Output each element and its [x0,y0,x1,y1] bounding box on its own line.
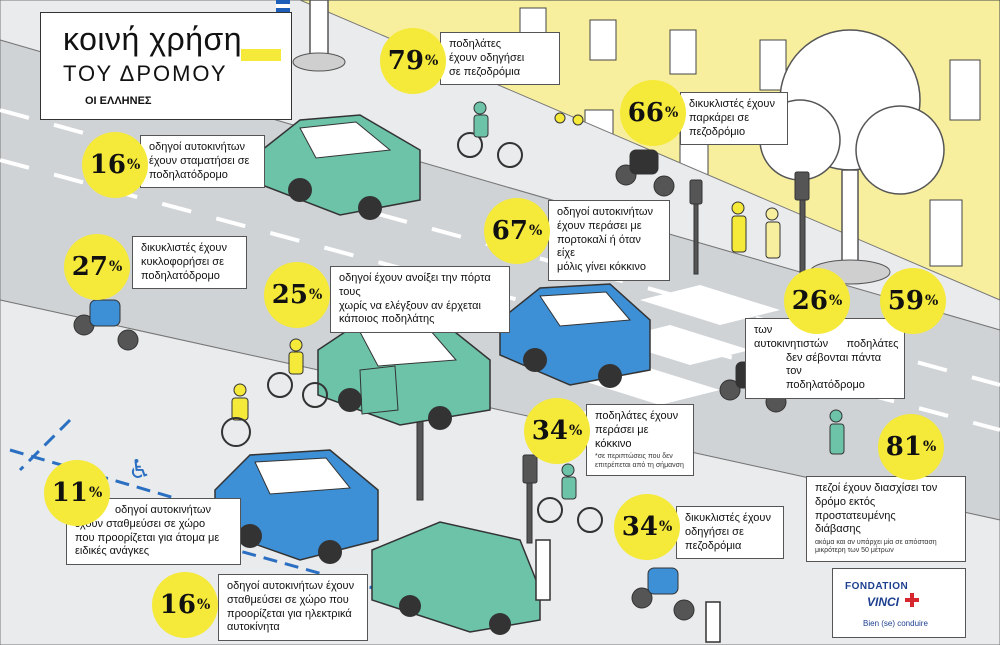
stat-text: δικυκλιστές έχουν [141,242,227,254]
logo-line2: VINCI [867,595,900,609]
stat-text: έχουν σταθμεύσει σε χώρο [75,517,206,530]
stat-badge: 26% [784,268,850,334]
stat-callout: των αυτοκινητιστών ποδηλάτες δεν σέβοντα… [745,318,905,399]
stat-text: σταθμεύσει σε χώρο που [227,593,349,606]
stat-text: που προορίζεται για άτομα με [75,531,220,544]
stat-callout: πεζοί έχουν διασχίσει τον δρόμο εκτός πρ… [806,476,966,562]
green-pickup-icon [371,521,541,635]
stat-callout: δικυκλιστές έχουν κυκλοφορήσει σε ποδηλα… [132,236,247,290]
stat-badge: 81% [878,414,944,480]
logo-slogan: Bien (se) conduire [863,619,928,628]
stat-callout: οδηγοί έχουν ανοίξει την πόρτα τους χωρί… [330,266,510,333]
green-car-open-door-icon [317,319,491,430]
stat-text: περάσει με κόκκινο [595,423,649,450]
logo-line1: FONDATION [845,581,909,592]
stat-text: ποδηλάτες [846,337,899,350]
stat-callout: ποδηλάτες έχουν περάσει με κόκκινο *σε π… [586,404,694,477]
stat-callout: οδηγοί αυτοκινήτων έχουν περάσει με πορτ… [548,200,670,281]
stat-badge: 59% [880,268,946,334]
page-subtitle-country: ΟΙ ΕΛΛΗΝΕΣ [85,95,152,107]
stat-badge: 79% [380,28,446,94]
stat-text: προορίζεται για ηλεκτρικά [227,607,352,620]
stat-callout: δικυκλιστές έχουν παρκάρει σε πεζοδρόμιο [680,92,788,146]
blue-car-parked-icon [214,449,379,564]
stat-badge: 16% [82,132,148,198]
green-car-icon [261,114,421,220]
stat-footnote: ακόμα και αν υπάρχει μία σε απόσταση μικ… [815,539,937,555]
stat-footnote: *σε περιπτώσεις που δεν επιτρέπεται από … [595,453,684,469]
person-icon [288,101,845,500]
stat-callout: ποδηλάτες έχουν οδηγήσει σε πεζοδρόμια [440,32,560,86]
stat-text: ποδηλατόδρομο [149,168,228,181]
stat-badge: 27% [64,234,130,300]
stat-text: πεζοί έχουν διασχίσει τον [815,482,938,494]
stat-text-row: των αυτοκινητιστών ποδηλάτες [754,324,899,352]
stat-badge: 66% [620,80,686,146]
stat-text: σε πεζοδρόμια [449,65,521,78]
stat-text: έχουν περάσει με [557,219,642,232]
stat-text: οδηγοί αυτοκινήτων [557,206,653,218]
tree-trunk-icon [292,0,346,72]
blue-car-icon [499,283,651,388]
stat-text: δεν σέβονται πάντα τον [786,351,882,378]
wheelchair-icon: ♿ [128,455,151,485]
stat-text: κάποιος ποδηλάτης [339,313,435,326]
stat-text: πεζοδρόμια [685,539,742,552]
stat-text: αυτοκίνητα [227,621,280,634]
charging-station-icon [535,539,721,643]
stat-text: οδηγοί αυτοκινήτων [149,141,245,153]
fondation-vinci-logo: FONDATION VINCI Bien (se) conduire [832,568,966,638]
stat-callout: οδηγοί αυτοκινήτων έχουν σταματήσει σε π… [140,135,265,189]
vinci-cross-icon [905,593,919,607]
stat-badge: 16% [152,572,218,638]
wheelchair-user-icon [221,383,251,447]
stat-text: διάβασης [815,523,861,536]
stat-text: ποδηλατόδρομο [141,269,220,282]
stat-badge: 67% [484,198,550,264]
stat-text: δικυκλιστές έχουν [685,512,771,524]
stat-text: δικυκλιστές έχουν [689,98,775,110]
stat-text: έχουν σταματήσει σε [149,154,250,167]
cyclist-icon [267,132,603,533]
stat-text: ποδηλατόδρομο [786,379,865,391]
stat-text: ποδηλάτες έχουν [595,410,679,422]
page-subtitle: ΤΟΥ ΔΡΟΜΟΥ [63,61,228,86]
title-underline [241,49,281,61]
stat-text: ειδικές ανάγκες [75,545,150,558]
stat-text: οδηγήσει σε [685,525,744,538]
stat-text: πορτοκαλί ή όταν είχε [557,233,641,260]
stat-badge: 11% [44,460,110,526]
title-box: κοινή χρήση ΤΟΥ ΔΡΟΜΟΥ ΟΙ ΕΛΛΗΝΕΣ [40,12,292,120]
stat-text: δρόμο εκτός προστατευμένης [815,495,896,522]
stat-callout: οδηγοί αυτοκινήτων έχουν σταθμεύσει σε χ… [218,574,368,641]
stat-badge: 34% [614,494,680,560]
stat-text: παρκάρει σε [689,111,750,124]
stat-text: χωρίς να ελέγξουν αν έρχεται [339,299,481,312]
stat-text: πεζοδρόμιο [689,125,746,138]
stat-text: μόλις γίνει κόκκινο [557,261,646,273]
stat-text: οδηγοί αυτοκινήτων έχουν [227,580,355,592]
stat-text: έχουν οδηγήσει [449,51,525,64]
stat-text: των αυτοκινητιστών [754,324,829,350]
stat-text: οδηγοί αυτοκινήτων [115,504,211,516]
stat-badge: 25% [264,262,330,328]
stat-badge: 34% [524,398,590,464]
stat-text: ποδηλάτες [449,38,502,50]
page-title: κοινή χρήση [63,21,243,57]
stat-callout: δικυκλιστές έχουν οδηγήσει σε πεζοδρόμια [676,506,784,560]
stat-text: κυκλοφορήσει σε [141,255,224,268]
stat-text: οδηγοί έχουν ανοίξει την πόρτα τους [339,272,491,298]
